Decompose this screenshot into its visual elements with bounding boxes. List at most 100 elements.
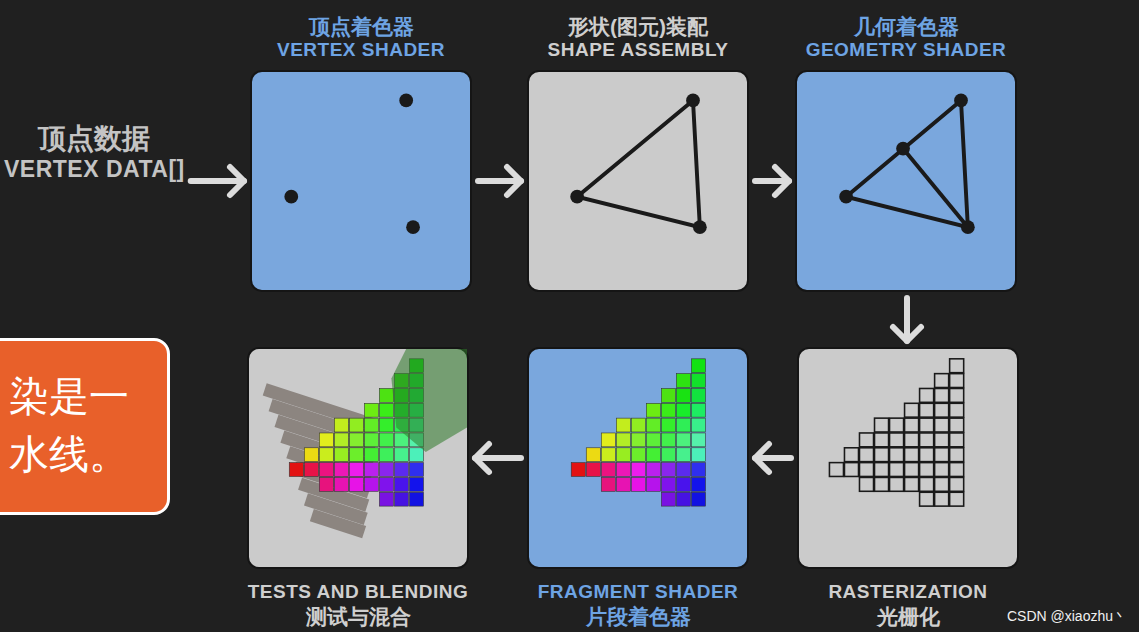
pixel-cell <box>691 477 705 491</box>
arrow-head <box>893 327 921 341</box>
stage-box: 形状(图元)装配SHAPE ASSEMBLY <box>527 70 749 292</box>
english-title: VERTEX DATA[] <box>4 156 185 184</box>
pixel-cell <box>905 433 919 447</box>
arrow-shaft <box>478 178 521 184</box>
pixel-cell <box>950 359 964 373</box>
pixel-cell <box>304 448 318 462</box>
english-title: SHAPE ASSEMBLY <box>459 39 817 62</box>
pixel-cell <box>661 403 675 417</box>
stage-heading: FRAGMENT SHADER片段着色器 <box>459 581 817 629</box>
pixel-cell <box>661 388 675 402</box>
pixel-cell <box>691 418 705 432</box>
pixel-cell <box>631 433 645 447</box>
english-title: FRAGMENT SHADER <box>459 581 817 604</box>
pixel-cell <box>950 374 964 388</box>
pixel-cell <box>364 463 378 477</box>
pixel-cell <box>364 433 378 447</box>
pixel-cell <box>935 448 949 462</box>
pixel-cell <box>379 463 393 477</box>
pixel-cell <box>935 403 949 417</box>
pixel-cell <box>379 418 393 432</box>
stage-heading: 几何着色器GEOMETRY SHADER <box>727 14 1085 62</box>
pixel-cell <box>875 418 889 432</box>
vertex-dot <box>686 94 700 108</box>
pixel-cell <box>844 463 858 477</box>
arrow-shaft <box>475 455 521 461</box>
pixel-cell <box>409 448 423 462</box>
pixel-cell <box>661 492 675 506</box>
pixel-cell <box>601 448 615 462</box>
pixel-cell <box>935 477 949 491</box>
pixel-cell <box>631 418 645 432</box>
flow-arrow <box>755 444 791 472</box>
triangle-outline <box>577 100 700 227</box>
pixel-cell <box>859 463 873 477</box>
pixel-cell <box>905 448 919 462</box>
pixel-cell <box>890 448 904 462</box>
pixel-cell <box>394 477 408 491</box>
pixel-cell <box>394 492 408 506</box>
chinese-title: 形状(图元)装配 <box>459 14 817 39</box>
pixel-cell <box>905 463 919 477</box>
pixel-cell <box>935 463 949 477</box>
pixel-cell <box>950 448 964 462</box>
stage-heading: TESTS AND BLENDING测试与混合 <box>179 581 537 629</box>
pixel-cell <box>571 463 585 477</box>
vertex-dot <box>896 142 910 156</box>
pixel-cell <box>676 374 690 388</box>
pixel-cell <box>691 492 705 506</box>
pixel-cell <box>349 463 363 477</box>
pixel-cell <box>364 418 378 432</box>
pixel-cell <box>691 433 705 447</box>
triangle-shape <box>529 72 747 290</box>
vertex-dot <box>284 190 298 204</box>
pixel-cell <box>334 418 348 432</box>
stage-heading: 形状(图元)装配SHAPE ASSEMBLY <box>459 14 817 62</box>
pixel-cell <box>676 463 690 477</box>
gray-stripes <box>263 383 379 538</box>
pixel-cell <box>920 388 934 402</box>
stage-box: FRAGMENT SHADER片段着色器 <box>527 347 749 569</box>
pixel-cell <box>364 448 378 462</box>
pixel-cell <box>844 448 858 462</box>
vertex-dot <box>570 190 584 204</box>
vertex-dot <box>954 94 968 108</box>
pixel-cell <box>935 388 949 402</box>
chinese-title: 测试与混合 <box>179 604 537 629</box>
arrow-head <box>507 167 521 195</box>
pixel-cell <box>394 463 408 477</box>
blending-picture <box>249 349 467 567</box>
pixel-cell <box>920 403 934 417</box>
pixel-cell <box>409 477 423 491</box>
pixel-cell <box>935 418 949 432</box>
pixel-cell <box>289 463 303 477</box>
raster-grid <box>799 349 1017 567</box>
pixel-cell <box>586 463 600 477</box>
pixel-cell <box>875 433 889 447</box>
pixel-cell <box>875 463 889 477</box>
chinese-title: 几何着色器 <box>727 14 1085 39</box>
watermark: CSDN @xiaozhu丶 <box>1007 608 1127 626</box>
flow-arrow <box>191 167 244 195</box>
pixel-cell <box>646 403 660 417</box>
pixel-cell <box>364 477 378 491</box>
pixel-cell <box>631 477 645 491</box>
arrow-head <box>475 444 489 472</box>
pixel-cell <box>920 463 934 477</box>
stage-box: 几何着色器GEOMETRY SHADER <box>795 70 1017 292</box>
pixel-cell <box>394 448 408 462</box>
pixel-cell <box>319 477 333 491</box>
callout-box: 染是一 水线。 <box>0 338 170 515</box>
pixel-cell <box>616 448 630 462</box>
pixel-cell <box>935 433 949 447</box>
pixel-cell <box>950 433 964 447</box>
pixel-cell <box>950 463 964 477</box>
arrow-head <box>775 167 789 195</box>
pixel-cell <box>950 418 964 432</box>
pixel-cell <box>676 403 690 417</box>
english-title: TESTS AND BLENDING <box>179 581 537 604</box>
english-title: GEOMETRY SHADER <box>727 39 1085 62</box>
pixel-cell <box>661 433 675 447</box>
vertex-dot <box>406 220 420 234</box>
stage-box: TESTS AND BLENDING测试与混合 <box>247 347 469 569</box>
